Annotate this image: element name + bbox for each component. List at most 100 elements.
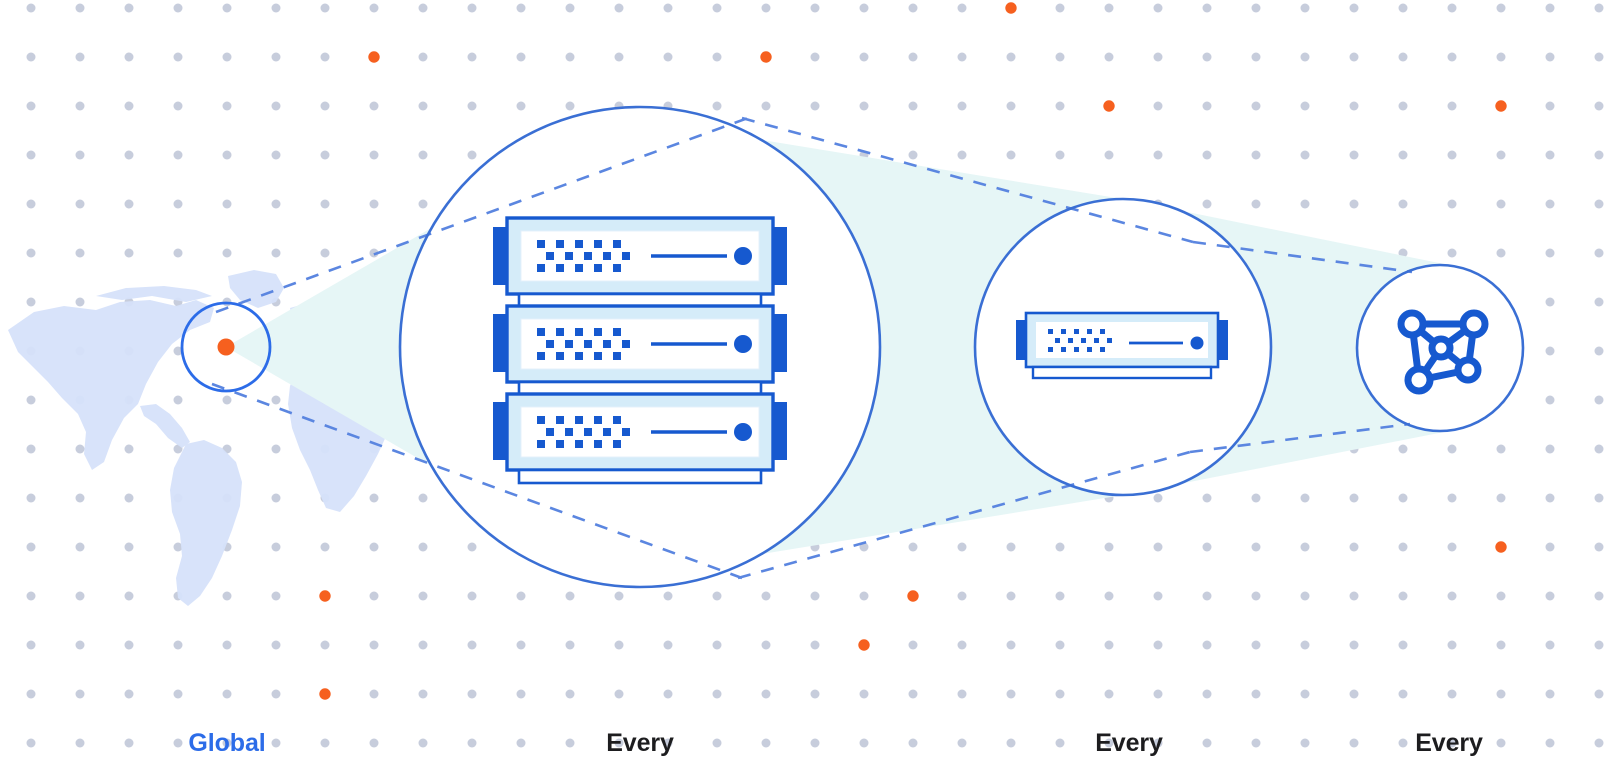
grid-dot [369,199,379,209]
grid-dot-highlight [1495,541,1507,553]
grid-dot [369,689,379,699]
server-vent-dots [537,240,630,272]
grid-dot [1594,640,1604,650]
grid-dot [1153,738,1163,748]
grid-dot [712,52,722,62]
grid-dot [173,395,183,405]
grid-dot [859,52,869,62]
grid-dot [1447,591,1457,601]
grid-dot [271,493,281,503]
grid-dot [75,52,85,62]
grid-dot [1300,199,1310,209]
grid-dot [1251,199,1261,209]
grid-dot [565,689,575,699]
grid-dot [1202,591,1212,601]
grid-dot [1202,738,1212,748]
server-base-bar [1031,365,1213,380]
grid-dot [369,542,379,552]
grid-dot [1251,150,1261,160]
grid-dot [1447,542,1457,552]
server-unit [493,216,787,296]
grid-dot [1202,150,1212,160]
grid-dot [320,3,330,13]
grid-dot [1594,493,1604,503]
grid-dot [957,542,967,552]
grid-dot [271,101,281,111]
grid-dot [173,542,183,552]
grid-dot [26,493,36,503]
grid-dot [1006,591,1016,601]
grid-dot [1545,3,1555,13]
grid-dot [26,199,36,209]
grid-dot [1447,248,1457,258]
grid-dot [1202,493,1212,503]
grid-dot [26,101,36,111]
grid-dot [75,444,85,454]
grid-dot [75,640,85,650]
grid-dot [1300,640,1310,650]
grid-dot [1594,248,1604,258]
grid-dot [908,640,918,650]
grid-dot [1398,493,1408,503]
server-vent-dots [537,328,630,360]
grid-dot [1055,738,1065,748]
grid-dot [859,689,869,699]
grid-dot [467,591,477,601]
grid-dot [75,689,85,699]
grid-dot [1349,52,1359,62]
grid-dot [1202,689,1212,699]
grid-dot [1545,542,1555,552]
grid-dot-highlight [760,51,772,63]
grid-dot [1398,199,1408,209]
grid-dot [810,738,820,748]
grid-dot [26,542,36,552]
grid-dot [26,689,36,699]
grid-dot [1055,591,1065,601]
grid-dot [26,150,36,160]
grid-dot-highlight [1103,100,1115,112]
grid-dot [1594,346,1604,356]
grid-dot [1398,689,1408,699]
grid-dot-highlight [319,590,331,602]
grid-dot [1496,640,1506,650]
grid-dot [908,150,918,160]
grid-dot [1153,689,1163,699]
grid-dot [712,101,722,111]
grid-dot [1153,640,1163,650]
grid-dot [124,199,134,209]
grid-dot [75,3,85,13]
grid-dot [761,738,771,748]
grid-dot [957,689,967,699]
server-unit [493,304,787,384]
grid-dot [1055,689,1065,699]
single-server-group [1016,311,1228,380]
grid-dot [614,591,624,601]
grid-dot [614,52,624,62]
server-vent-dots [537,416,630,448]
focus-circle-service [1355,263,1525,433]
grid-dot [1202,3,1212,13]
grid-dot [957,738,967,748]
grid-dot [614,640,624,650]
grid-dot [1398,3,1408,13]
grid-dot [663,640,673,650]
grid-dot [663,591,673,601]
grid-dot [1300,101,1310,111]
grid-dot [222,101,232,111]
grid-dot [1545,101,1555,111]
grid-dot [173,738,183,748]
grid-dot [810,101,820,111]
grid-dot [1545,591,1555,601]
grid-dot [418,493,428,503]
grid-dot [1349,150,1359,160]
grid-dot [1545,738,1555,748]
grid-dot [1153,101,1163,111]
grid-dot [1447,640,1457,650]
grid-dot [369,101,379,111]
grid-dot [1594,101,1604,111]
grid-dot [124,101,134,111]
grid-dot [1349,3,1359,13]
grid-dot [516,52,526,62]
